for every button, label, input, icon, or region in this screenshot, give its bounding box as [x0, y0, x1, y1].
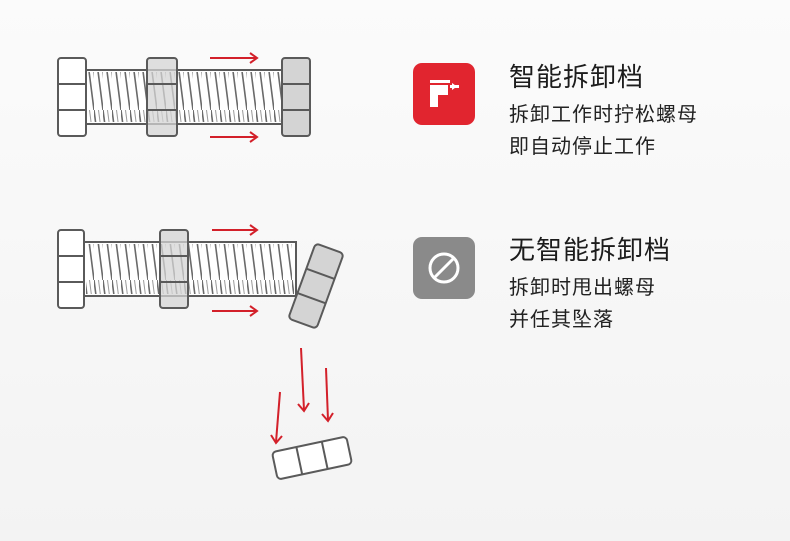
smart-mode-bolt-illustration: [57, 52, 311, 143]
smart-removal-mode-icon: [413, 63, 475, 125]
smart-mode-title: 智能拆卸档: [509, 63, 645, 93]
smart-mode-text: 智能拆卸档 拆卸工作时拧松螺母 即自动停止工作: [509, 62, 698, 162]
falling-arrow: [321, 367, 334, 423]
ejected-nut: [288, 243, 344, 329]
no-smart-mode-desc-line-2: 并任其坠落: [509, 307, 614, 331]
falling-arrow: [297, 347, 310, 413]
end-nut: [281, 57, 311, 137]
no-smart-mode-title: 无智能拆卸档: [509, 236, 672, 266]
smart-mode-desc-line-2: 即自动停止工作: [509, 134, 656, 158]
threaded-shaft: [85, 69, 287, 125]
direction-arrow: [210, 131, 259, 143]
direction-arrow: [212, 305, 259, 317]
fallen-nut: [271, 436, 353, 480]
no-smart-mode-bolt-illustration: [57, 224, 353, 480]
prohibited-icon: [413, 237, 475, 299]
smart-mode-desc-line-1: 拆卸工作时拧松螺母: [509, 102, 698, 126]
threaded-shaft: [83, 241, 297, 297]
bolt-head: [57, 57, 87, 137]
falling-arrow: [270, 391, 283, 445]
bolt-head: [57, 229, 85, 309]
no-smart-mode-desc-line-1: 拆卸时甩出螺母: [509, 275, 656, 299]
middle-nut: [146, 57, 178, 137]
no-smart-mode-text: 无智能拆卸档 拆卸时甩出螺母 并任其坠落: [509, 235, 671, 335]
direction-arrow: [210, 52, 259, 64]
direction-arrow: [212, 224, 259, 236]
middle-nut: [159, 229, 189, 309]
